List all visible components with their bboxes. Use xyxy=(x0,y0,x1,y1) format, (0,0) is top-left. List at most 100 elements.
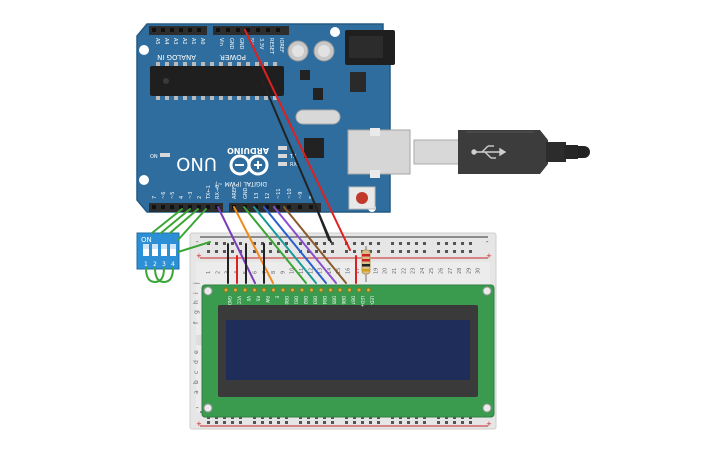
rail-hole[interactable] xyxy=(399,421,402,424)
rail-hole[interactable] xyxy=(307,242,310,245)
rail-hole[interactable] xyxy=(331,421,334,424)
rail-hole[interactable] xyxy=(423,242,426,245)
rail-hole[interactable] xyxy=(323,250,326,253)
rail-hole[interactable] xyxy=(253,421,256,424)
wire-dip-rail[interactable] xyxy=(177,241,211,253)
rail-hole[interactable] xyxy=(345,250,348,253)
rail-hole[interactable] xyxy=(391,250,394,253)
rail-hole[interactable] xyxy=(399,250,402,253)
lcd-pin[interactable] xyxy=(299,287,305,293)
rail-hole[interactable] xyxy=(307,250,310,253)
rail-hole[interactable] xyxy=(437,421,440,424)
pin-hole[interactable] xyxy=(266,28,270,32)
lcd-pin[interactable] xyxy=(290,287,295,293)
rail-hole[interactable] xyxy=(345,421,348,424)
wire-blue[interactable] xyxy=(263,206,327,284)
wire-dip-1[interactable] xyxy=(151,208,183,234)
dip-toggle-1[interactable] xyxy=(143,244,149,256)
rail-hole[interactable] xyxy=(253,242,256,245)
rail-hole[interactable] xyxy=(299,421,302,424)
pin-hole[interactable] xyxy=(265,205,269,209)
pin-hole[interactable] xyxy=(254,205,258,209)
rail-hole[interactable] xyxy=(277,421,280,424)
wire-5v-red[interactable] xyxy=(244,29,351,251)
rail-hole[interactable] xyxy=(415,421,418,424)
rail-hole[interactable] xyxy=(445,250,448,253)
rail-hole[interactable] xyxy=(231,421,234,424)
pin-hole[interactable] xyxy=(226,28,230,32)
wire-green[interactable] xyxy=(243,206,307,284)
pin-hole[interactable] xyxy=(276,205,280,209)
rail-hole[interactable] xyxy=(391,421,394,424)
rail-hole[interactable] xyxy=(437,242,440,245)
rail-hole[interactable] xyxy=(285,242,288,245)
pin-hole[interactable] xyxy=(276,28,280,32)
rail-hole[interactable] xyxy=(377,242,380,245)
rail-hole[interactable] xyxy=(215,250,218,253)
rail-hole[interactable] xyxy=(445,421,448,424)
rail-hole[interactable] xyxy=(377,421,380,424)
rail-hole[interactable] xyxy=(307,421,310,424)
lcd-pin[interactable] xyxy=(347,287,352,293)
pin-hole[interactable] xyxy=(236,28,240,32)
lcd-pin[interactable] xyxy=(366,287,371,293)
wire-dip-loop[interactable] xyxy=(145,267,165,284)
rail-hole[interactable] xyxy=(223,421,226,424)
pin-hole[interactable] xyxy=(197,205,201,209)
rail-hole[interactable] xyxy=(253,250,256,253)
lcd-pin[interactable] xyxy=(261,287,267,293)
usb-cable[interactable] xyxy=(413,130,590,174)
digital-header-low[interactable] xyxy=(149,203,223,212)
rail-hole[interactable] xyxy=(223,250,226,253)
lcd-pin[interactable] xyxy=(280,287,286,293)
rail-hole[interactable] xyxy=(453,242,456,245)
rail-hole[interactable] xyxy=(415,250,418,253)
rail-hole[interactable] xyxy=(461,250,464,253)
rail-hole[interactable] xyxy=(369,242,372,245)
rail-hole[interactable] xyxy=(239,421,242,424)
rail-hole[interactable] xyxy=(223,242,226,245)
rail-hole[interactable] xyxy=(269,250,272,253)
wire-dip-loop[interactable] xyxy=(154,267,174,284)
rail-hole[interactable] xyxy=(215,421,218,424)
rail-hole[interactable] xyxy=(261,242,264,245)
pin-hole[interactable] xyxy=(179,205,183,209)
rail-hole[interactable] xyxy=(391,242,394,245)
rail-hole[interactable] xyxy=(453,421,456,424)
dip-toggles[interactable] xyxy=(143,244,176,256)
rail-hole[interactable] xyxy=(207,250,210,253)
wire-teal[interactable] xyxy=(253,206,317,284)
rail-hole[interactable] xyxy=(377,250,380,253)
lcd-pin[interactable] xyxy=(252,287,257,293)
rail-hole[interactable] xyxy=(215,242,218,245)
pin-hole[interactable] xyxy=(170,205,174,209)
lcd-pin[interactable] xyxy=(356,287,362,293)
wire-dip-4[interactable] xyxy=(177,208,207,241)
rail-hole[interactable] xyxy=(207,421,210,424)
lcd-pin[interactable] xyxy=(309,287,314,293)
rail-hole[interactable] xyxy=(461,242,464,245)
rail-hole[interactable] xyxy=(315,421,318,424)
dip-toggle-4[interactable] xyxy=(170,244,176,256)
pin-hole[interactable] xyxy=(161,205,165,209)
rail-hole[interactable] xyxy=(323,242,326,245)
dip-toggle-2[interactable] xyxy=(152,244,158,256)
rail-hole[interactable] xyxy=(361,242,364,245)
rail-hole[interactable] xyxy=(469,242,472,245)
rail-hole[interactable] xyxy=(361,421,364,424)
rail-hole[interactable] xyxy=(277,250,280,253)
pin-hole[interactable] xyxy=(206,205,210,209)
power-header[interactable] xyxy=(213,26,289,35)
pin-hole[interactable] xyxy=(216,28,220,32)
pin-hole[interactable] xyxy=(197,28,201,32)
rail-hole[interactable] xyxy=(445,242,448,245)
wire-violet[interactable] xyxy=(273,206,337,284)
rail-hole[interactable] xyxy=(423,421,426,424)
rail-hole[interactable] xyxy=(269,421,272,424)
rail-hole[interactable] xyxy=(353,250,356,253)
rail-hole[interactable] xyxy=(369,421,372,424)
